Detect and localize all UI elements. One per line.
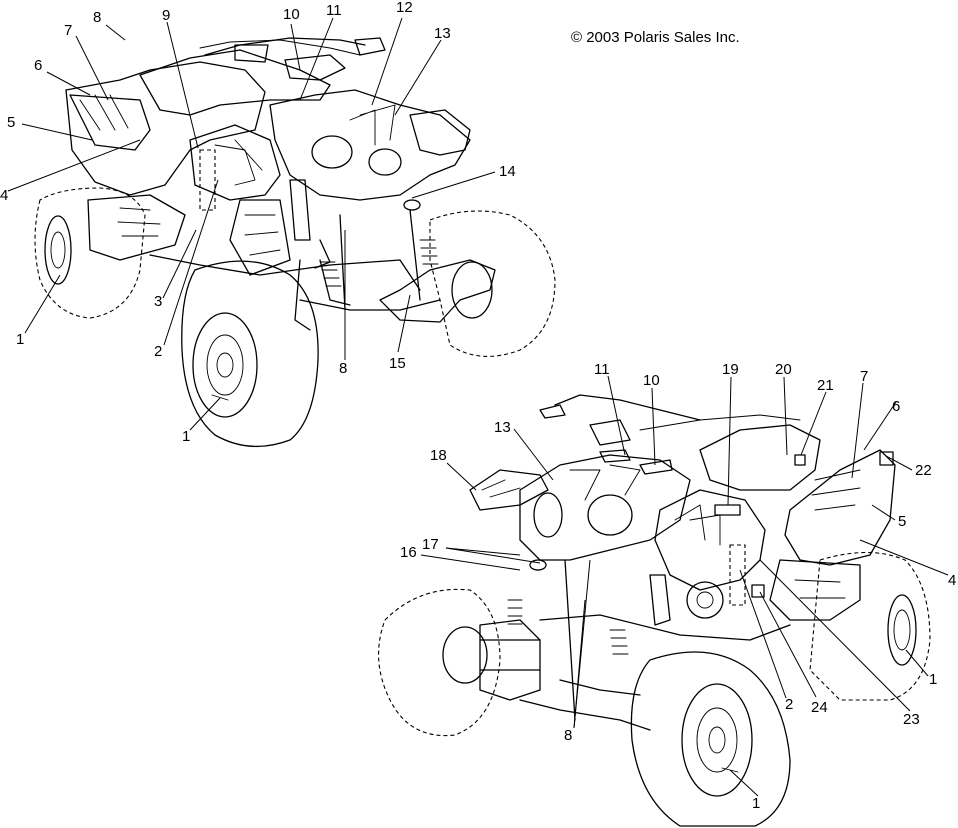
callout-13-bottom: 13 [494, 419, 511, 436]
callout-15-top: 15 [389, 355, 406, 372]
callout-1-top-left: 1 [16, 331, 24, 348]
atv-bottom-rear-fender [769, 449, 896, 621]
callout-8-top: 8 [93, 9, 101, 26]
callout-11-top: 11 [326, 2, 342, 19]
callout-2-bottom: 2 [785, 696, 793, 713]
atv-bottom-side-panel [649, 489, 766, 626]
callout-14-top: 14 [499, 163, 516, 180]
atv-top-front-fender [269, 89, 471, 211]
callout-7-bottom: 7 [860, 368, 868, 385]
atv-bottom-handlebar [539, 394, 701, 446]
callout-12-top: 12 [396, 0, 413, 16]
callout-9-top: 9 [162, 7, 170, 24]
callout-21-bottom: 21 [817, 377, 834, 394]
callout-24-bottom: 24 [811, 699, 828, 716]
atv-top-side-panel [189, 124, 311, 276]
callout-17-bottom: 17 [422, 536, 439, 553]
atv-bottom-rear-right-wheel [809, 551, 931, 701]
atv-bottom: 11 10 19 20 21 7 6 22 13 18 17 16 5 4 1 … [378, 361, 956, 827]
copyright-text: © 2003 Polaris Sales Inc. [571, 29, 740, 46]
callout-23-bottom: 23 [903, 711, 920, 728]
callout-3-top: 3 [154, 293, 162, 310]
callout-6-bottom: 6 [892, 398, 900, 415]
atv-bottom-front-left-wheel [378, 588, 501, 737]
callout-4-bottom: 4 [948, 572, 956, 589]
callout-10-top: 10 [283, 6, 300, 23]
atv-bottom-front-right-wheel [630, 651, 791, 827]
callout-5-top: 5 [7, 114, 15, 131]
callout-13-top: 13 [434, 25, 451, 42]
atv-top: 8 7 6 5 4 9 10 11 12 13 14 3 2 1 8 15 1 [0, 0, 556, 448]
atv-bottom-leader-lines [420, 375, 949, 797]
callout-10-bottom: 10 [643, 372, 660, 389]
callout-1-bottom-front: 1 [752, 795, 760, 812]
atv-top-leader-lines [7, 17, 496, 431]
atv-bottom-front-fender [519, 449, 691, 571]
atv-top-rear-left-wheel [34, 187, 146, 319]
callout-4-top: 4 [0, 187, 8, 204]
callout-8b-top: 8 [339, 360, 347, 377]
callout-18-bottom: 18 [430, 447, 447, 464]
atv-top-front-left-wheel [181, 260, 319, 448]
callout-20-bottom: 20 [775, 361, 792, 378]
atv-top-seat [139, 39, 361, 116]
callout-5-bottom: 5 [898, 513, 906, 530]
atv-bottom-headlamp-pod [469, 469, 549, 511]
callout-19-bottom: 19 [722, 361, 739, 378]
atv-top-frame [149, 209, 496, 331]
atv-top-front-right-wheel [429, 210, 556, 357]
callout-1-top-front: 1 [182, 428, 190, 445]
callout-6-top: 6 [34, 57, 42, 74]
callout-22-bottom: 22 [915, 462, 932, 479]
atv-top-rear-fender [65, 61, 266, 261]
callout-8-bottom: 8 [564, 727, 572, 744]
callout-2-top: 2 [154, 343, 162, 360]
atv-top-handlebar [204, 37, 386, 81]
callout-1-bottom-rear: 1 [929, 671, 937, 688]
callout-16-bottom: 16 [400, 544, 417, 561]
callout-7-top: 7 [64, 22, 72, 39]
callout-11-bottom: 11 [594, 361, 610, 378]
